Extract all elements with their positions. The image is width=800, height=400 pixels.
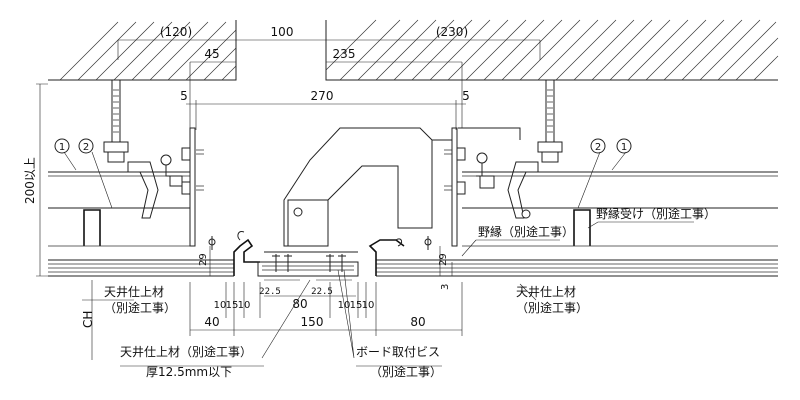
dim-22-5-a: 22.5	[259, 287, 281, 297]
dim-15-b: 15	[350, 300, 363, 311]
label-board-screw-2: （別途工事）	[370, 364, 442, 379]
clip-left	[127, 154, 183, 219]
dim-45: 45	[204, 47, 219, 61]
dim-5-right: 5	[462, 89, 470, 103]
furring-left	[48, 209, 190, 247]
label-nobuchi: 野縁（別途工事）	[478, 224, 574, 239]
dim-100: 100	[271, 25, 294, 39]
marker-1-right-text: 1	[621, 142, 627, 153]
marker-2-right-text: 2	[595, 142, 601, 153]
leader-lines	[63, 151, 694, 367]
dim-80-right: 80	[410, 315, 425, 329]
runner-left	[48, 171, 190, 209]
unit-body	[283, 127, 521, 247]
runner-right	[462, 171, 778, 209]
dim-29-right: 29	[438, 253, 449, 266]
ceiling-board-right	[376, 259, 778, 277]
label-nobuchi-uke: 野縁受け（別途工事）	[596, 206, 716, 221]
label-ceiling-bottom-2: 厚12.5mm以下	[146, 365, 232, 379]
dim-120: (120)	[160, 25, 192, 39]
slab-right	[325, 19, 779, 81]
furring-right	[462, 209, 778, 247]
hanger-bolt-right	[537, 79, 563, 163]
centre-panel	[257, 251, 359, 277]
dim-40: 40	[204, 315, 219, 329]
dim-150: 150	[301, 315, 324, 329]
dim-235: 235	[333, 47, 356, 61]
dim-10-d: 10	[362, 300, 375, 311]
dim-270: 270	[311, 89, 334, 103]
dim-22-5-b: 22.5	[311, 287, 333, 297]
label-ceiling-right-1: 天井仕上材	[516, 285, 576, 299]
side-plate-left	[181, 127, 204, 247]
dim-10-c: 10	[338, 300, 351, 311]
marker-1-right: 1	[616, 138, 632, 154]
dim-ch: CH	[81, 311, 95, 328]
dimension-lines	[36, 39, 541, 360]
hanger-bolt-left	[103, 79, 129, 163]
label-board-screw-1: ボード取付ビス	[356, 345, 440, 359]
dim-10-a: 10	[214, 300, 227, 311]
board-screws	[208, 236, 432, 272]
dim-height-label: 200以上	[23, 157, 37, 204]
dim-3: 3	[440, 284, 451, 290]
label-ceiling-right-2: （別途工事）	[516, 300, 588, 315]
dim-80-mid: 80	[292, 297, 307, 311]
dim-230: (230)	[436, 25, 468, 39]
marker-1-left-text: 1	[59, 142, 65, 153]
dim-29-left: 29	[198, 253, 209, 266]
marker-1-left: 1	[54, 138, 70, 154]
ceiling-board-left	[48, 259, 234, 277]
marker-2-left-text: 2	[83, 142, 89, 153]
label-ceiling-left-1: 天井仕上材	[104, 285, 164, 299]
dim-5-left: 5	[180, 89, 188, 103]
trim-right	[368, 238, 405, 276]
trim-left	[233, 231, 260, 276]
marker-2-right: 2	[590, 138, 606, 154]
marker-2-left: 2	[78, 138, 94, 154]
side-plate-right	[444, 127, 466, 247]
dim-15-a: 15	[226, 300, 239, 311]
dim-10-b: 10	[238, 300, 251, 311]
label-ceiling-left-2: （別途工事）	[104, 300, 176, 315]
label-ceiling-bottom-1: 天井仕上材（別途工事）	[120, 344, 252, 359]
clip-right	[476, 152, 539, 219]
